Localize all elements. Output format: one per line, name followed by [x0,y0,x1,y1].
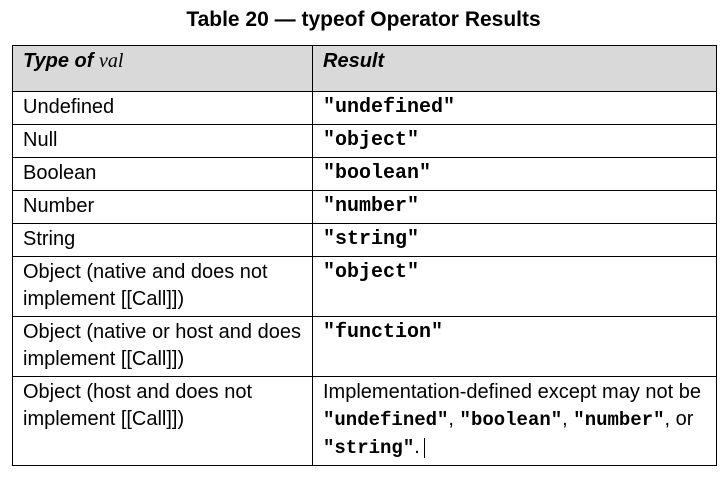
table-header-row: Type of val Result [12,45,717,92]
table-row-boolean: Boolean "boolean" [12,157,717,191]
table-row-object-native-no-call: Object (native and does not implement [[… [12,256,717,317]
header-type-of-label: Type of [23,50,94,72]
result-cell: Implementation-defined except may not be… [312,376,717,466]
result-end-period: . [414,436,420,458]
type-cell: Object (native and does not implement [[… [12,256,313,317]
header-result: Result [312,45,717,92]
type-cell: Boolean [12,157,313,191]
type-cell: String [12,223,313,257]
table-row-number: Number "number" [12,190,717,224]
type-cell: Number [12,190,313,224]
result-cell: "object" [312,256,717,317]
table-row-undefined: Undefined "undefined" [12,91,717,125]
result-lead-text: Implementation-defined except may not be [323,381,701,403]
result-cell: "string" [312,223,717,257]
type-cell: Null [12,124,313,158]
result-cell: "number" [312,190,717,224]
type-cell: Object (host and does not implement [[Ca… [12,376,313,466]
result-value-boolean: "boolean" [459,409,563,431]
table-caption: Table 20 — typeof Operator Results [186,8,541,31]
result-value-undefined: "undefined" [323,409,449,431]
header-type-of-val: Type of val [12,45,313,92]
table-row-null: Null "object" [12,124,717,158]
text-cursor [423,437,425,458]
result-separator: , [562,408,574,430]
result-separator: , [448,408,460,430]
result-cell: "boolean" [312,157,717,191]
result-value-number: "number" [573,409,665,431]
result-cell: "object" [312,124,717,158]
typeof-results-table: Type of val Result Undefined "undefined"… [12,45,717,466]
table-row-string: String "string" [12,223,717,257]
result-cell: "function" [312,316,717,377]
result-separator: , or [664,408,694,430]
table-row-object-host-no-call: Object (host and does not implement [[Ca… [12,376,717,466]
type-cell: Object (native or host and does implemen… [12,316,313,377]
result-value-string: "string" [323,437,415,459]
header-val-variable: val [98,50,124,72]
type-cell: Undefined [12,91,313,125]
result-cell: "undefined" [312,91,717,125]
table-row-object-callable: Object (native or host and does implemen… [12,316,717,377]
